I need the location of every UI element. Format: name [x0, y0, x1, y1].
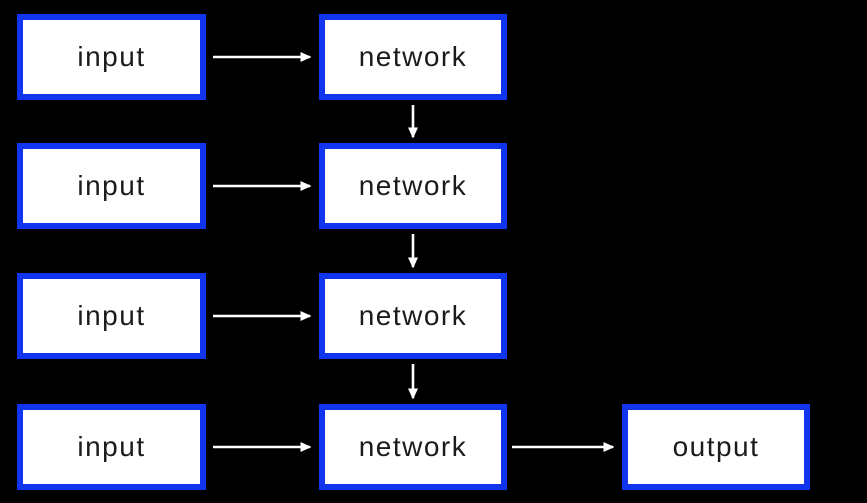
network-box-4: network	[319, 404, 507, 490]
input-box-4: input	[17, 404, 206, 490]
input-label-1: input	[77, 41, 146, 72]
input-label-4: input	[77, 431, 146, 462]
network-box-3: network	[319, 273, 507, 359]
network-box-1: network	[319, 14, 507, 100]
output-label: output	[672, 431, 760, 462]
input-box-3: input	[17, 273, 206, 359]
input-label-2: input	[77, 170, 146, 201]
network-box-2: network	[319, 143, 507, 229]
network-label-2: network	[358, 170, 468, 201]
input-label-3: input	[77, 300, 146, 331]
network-label-1: network	[358, 41, 468, 72]
network-label-4: network	[358, 431, 468, 462]
network-label-3: network	[358, 300, 468, 331]
output-box: output	[622, 404, 810, 490]
input-box-1: input	[17, 14, 206, 100]
input-box-2: input	[17, 143, 206, 229]
